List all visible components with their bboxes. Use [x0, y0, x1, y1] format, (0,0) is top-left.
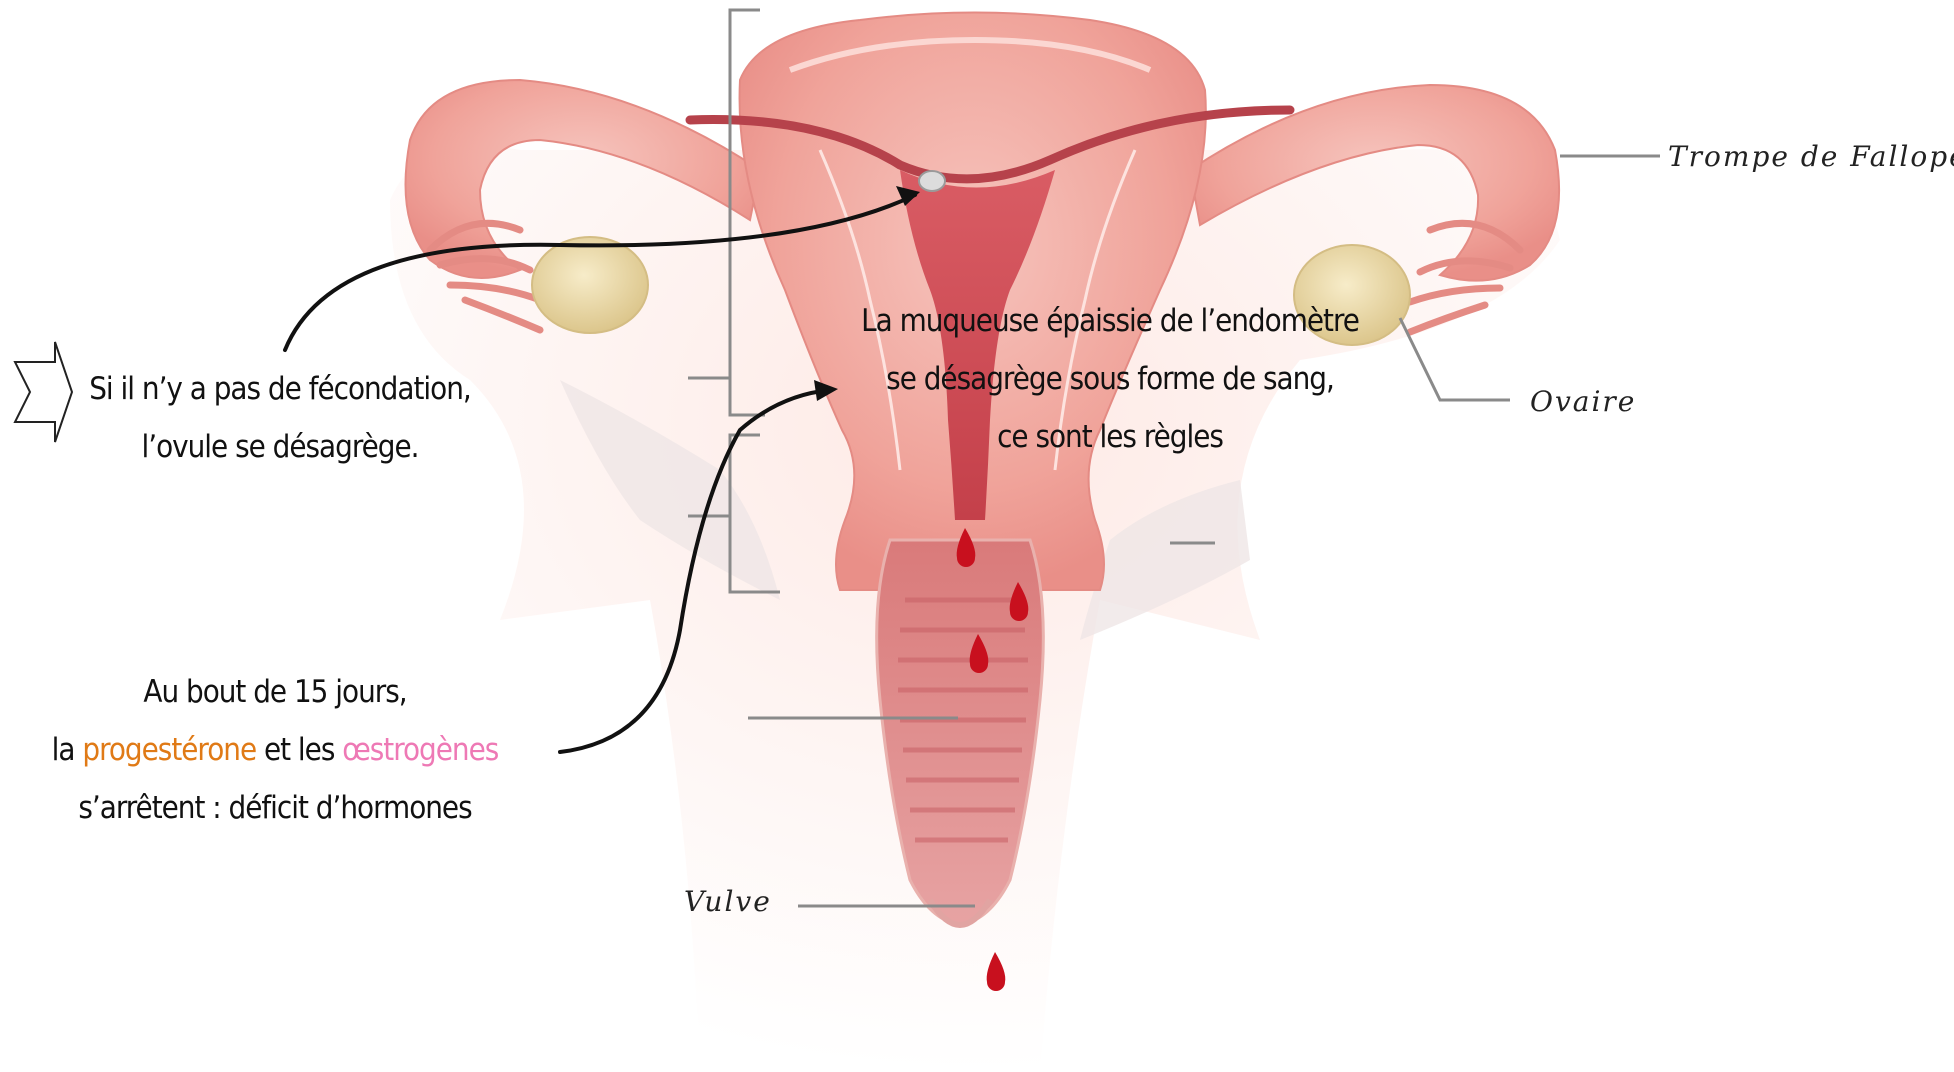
- hormones-line2: la progestérone et les œstrogènes: [20, 721, 530, 779]
- chevron-arrow-icon: [15, 342, 72, 442]
- annotation-no-fertilization: Si il n’y a pas de fécondation, l’ovule …: [70, 360, 490, 476]
- no-fertilization-line2: l’ovule se désagrège.: [70, 418, 490, 476]
- ovum-icon: [919, 171, 945, 191]
- annotation-hormones: Au bout de 15 jours, la progestérone et …: [20, 663, 530, 837]
- endometrium-line3: ce sont les règles: [840, 408, 1380, 466]
- label-ovary: Ovaire: [1530, 385, 1636, 418]
- hormones-line1: Au bout de 15 jours,: [20, 663, 530, 721]
- endometrium-line2: se désagrège sous forme de sang,: [840, 350, 1380, 408]
- label-fallopian-tube: Trompe de Fallope: [1668, 140, 1954, 173]
- hormones-line3: s’arrêtent : déficit d’hormones: [20, 779, 530, 837]
- progesterone-term: progestérone: [82, 732, 256, 768]
- annotation-endometrium: La muqueuse épaissie de l’endomètre se d…: [840, 292, 1380, 466]
- ovary-left: [532, 237, 648, 333]
- hormones-middle: et les: [256, 732, 342, 768]
- endometrium-line1: La muqueuse épaissie de l’endomètre: [840, 292, 1380, 350]
- no-fertilization-line1: Si il n’y a pas de fécondation,: [70, 360, 490, 418]
- oestrogens-term: œstrogènes: [342, 732, 498, 768]
- hormones-prefix: la: [52, 732, 83, 768]
- label-vulva: Vulve: [684, 885, 772, 918]
